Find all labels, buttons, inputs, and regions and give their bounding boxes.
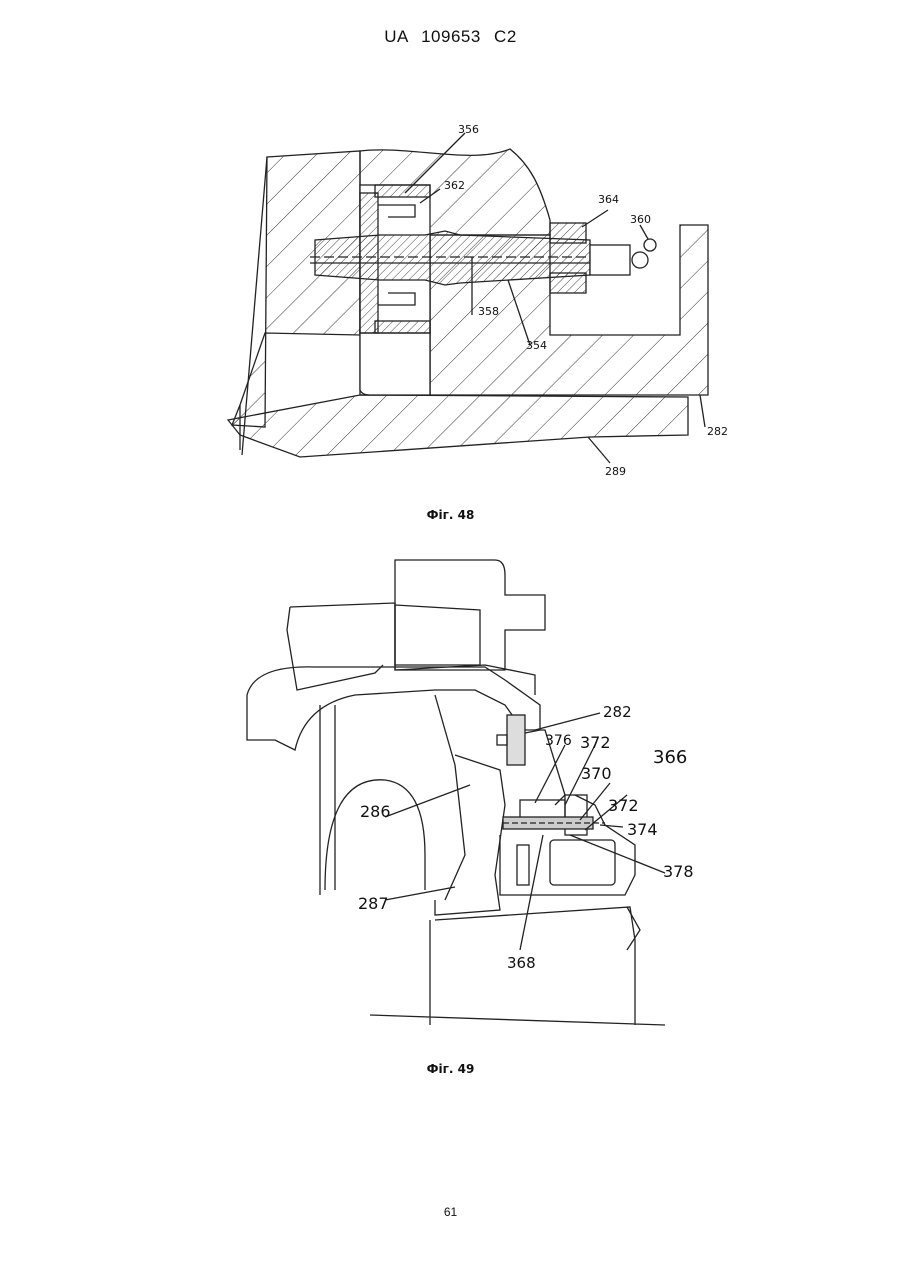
page-number: 61 — [0, 1205, 901, 1219]
fig49-label-372-upper: 372 — [580, 733, 611, 752]
figure-49-caption: Фіг. 49 — [0, 1062, 901, 1076]
fig48-label-356: 356 — [458, 123, 479, 136]
fig48-label-354: 354 — [526, 339, 547, 352]
fig49-label-376: 376 — [545, 733, 572, 749]
figure-48-drawing: 356 362 364 360 358 354 282 289 — [210, 105, 750, 515]
fig48-label-282: 282 — [707, 425, 728, 438]
figure-48-caption: Фіг. 48 — [0, 508, 901, 522]
fig48-label-362: 362 — [444, 179, 465, 192]
fig48-label-289: 289 — [605, 465, 626, 478]
fig49-label-366: 366 — [653, 747, 687, 768]
fig49-label-368: 368 — [507, 954, 536, 972]
fig49-label-378: 378 — [663, 862, 694, 881]
fig49-label-286: 286 — [360, 802, 391, 821]
fig49-label-374: 374 — [627, 820, 658, 839]
fig49-label-287: 287 — [358, 894, 389, 913]
figure-49-drawing: 282 376 372 366 370 372 374 286 378 287 … — [235, 555, 715, 1045]
fig49-label-370: 370 — [581, 764, 612, 783]
fig48-label-364: 364 — [598, 193, 619, 206]
patent-header: UA 109653 C2 — [0, 27, 901, 47]
fig49-label-372-lower: 372 — [608, 796, 639, 815]
fig48-label-360: 360 — [630, 213, 651, 226]
fig49-label-282: 282 — [603, 703, 632, 721]
fig48-label-358: 358 — [478, 305, 499, 318]
